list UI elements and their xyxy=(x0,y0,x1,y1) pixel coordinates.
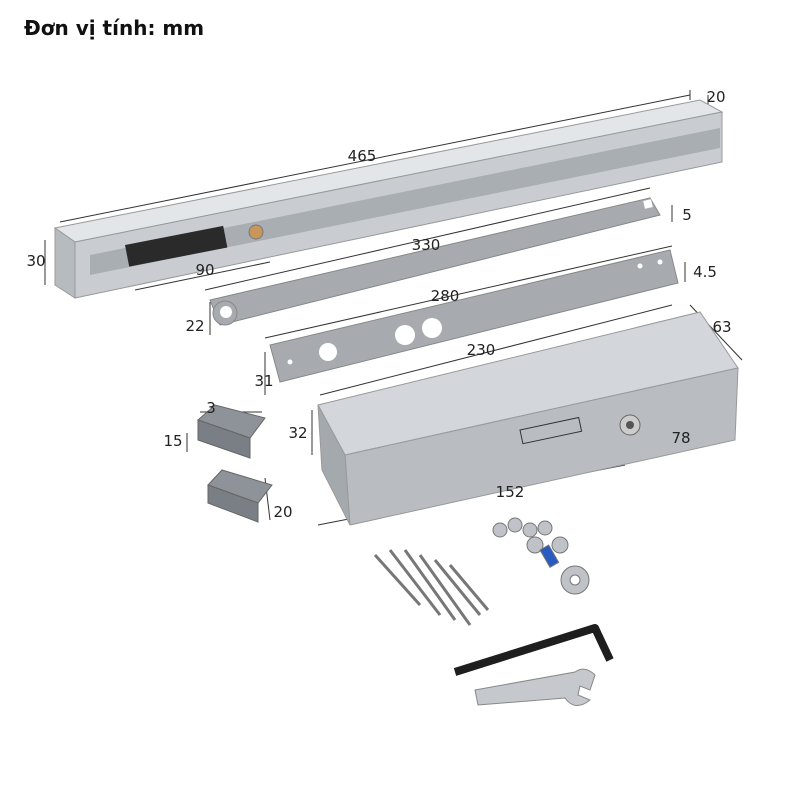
closer-body xyxy=(317,311,739,526)
end-caps xyxy=(197,404,273,523)
arm-330 xyxy=(209,197,661,326)
dim-spindle-offset: 78 xyxy=(671,429,691,447)
dim-cap-height: 15 xyxy=(163,432,183,450)
dim-body-height: 32 xyxy=(288,424,308,442)
dim-track-slot: 90 xyxy=(195,261,215,279)
dim-cap-thickness: 3 xyxy=(206,399,216,417)
dim-body-length: 230 xyxy=(466,341,496,359)
arm-plate-280 xyxy=(269,249,679,383)
small-bolts xyxy=(492,517,590,595)
wrench xyxy=(474,668,596,706)
dim-plate-width: 31 xyxy=(254,372,274,390)
dim-arm1-width: 22 xyxy=(185,317,205,335)
dim-track-height: 30 xyxy=(26,252,46,270)
allen-key xyxy=(453,624,614,676)
dim-arm1-thickness: 5 xyxy=(682,206,692,224)
slide-track xyxy=(53,99,724,299)
dim-track-length: 465 xyxy=(347,147,377,165)
dim-arm2-length: 280 xyxy=(430,287,460,305)
screws xyxy=(373,549,490,626)
dim-track-width: 20 xyxy=(706,88,726,106)
dim-arm1-length: 330 xyxy=(411,236,441,254)
dim-body-depth: 63 xyxy=(712,318,732,336)
dim-spindle-distance: 152 xyxy=(495,483,525,501)
dim-cap-width: 20 xyxy=(273,503,293,521)
dim-arm2-thickness: 4.5 xyxy=(693,263,717,281)
unit-label: Đơn vị tính: mm xyxy=(24,16,205,40)
